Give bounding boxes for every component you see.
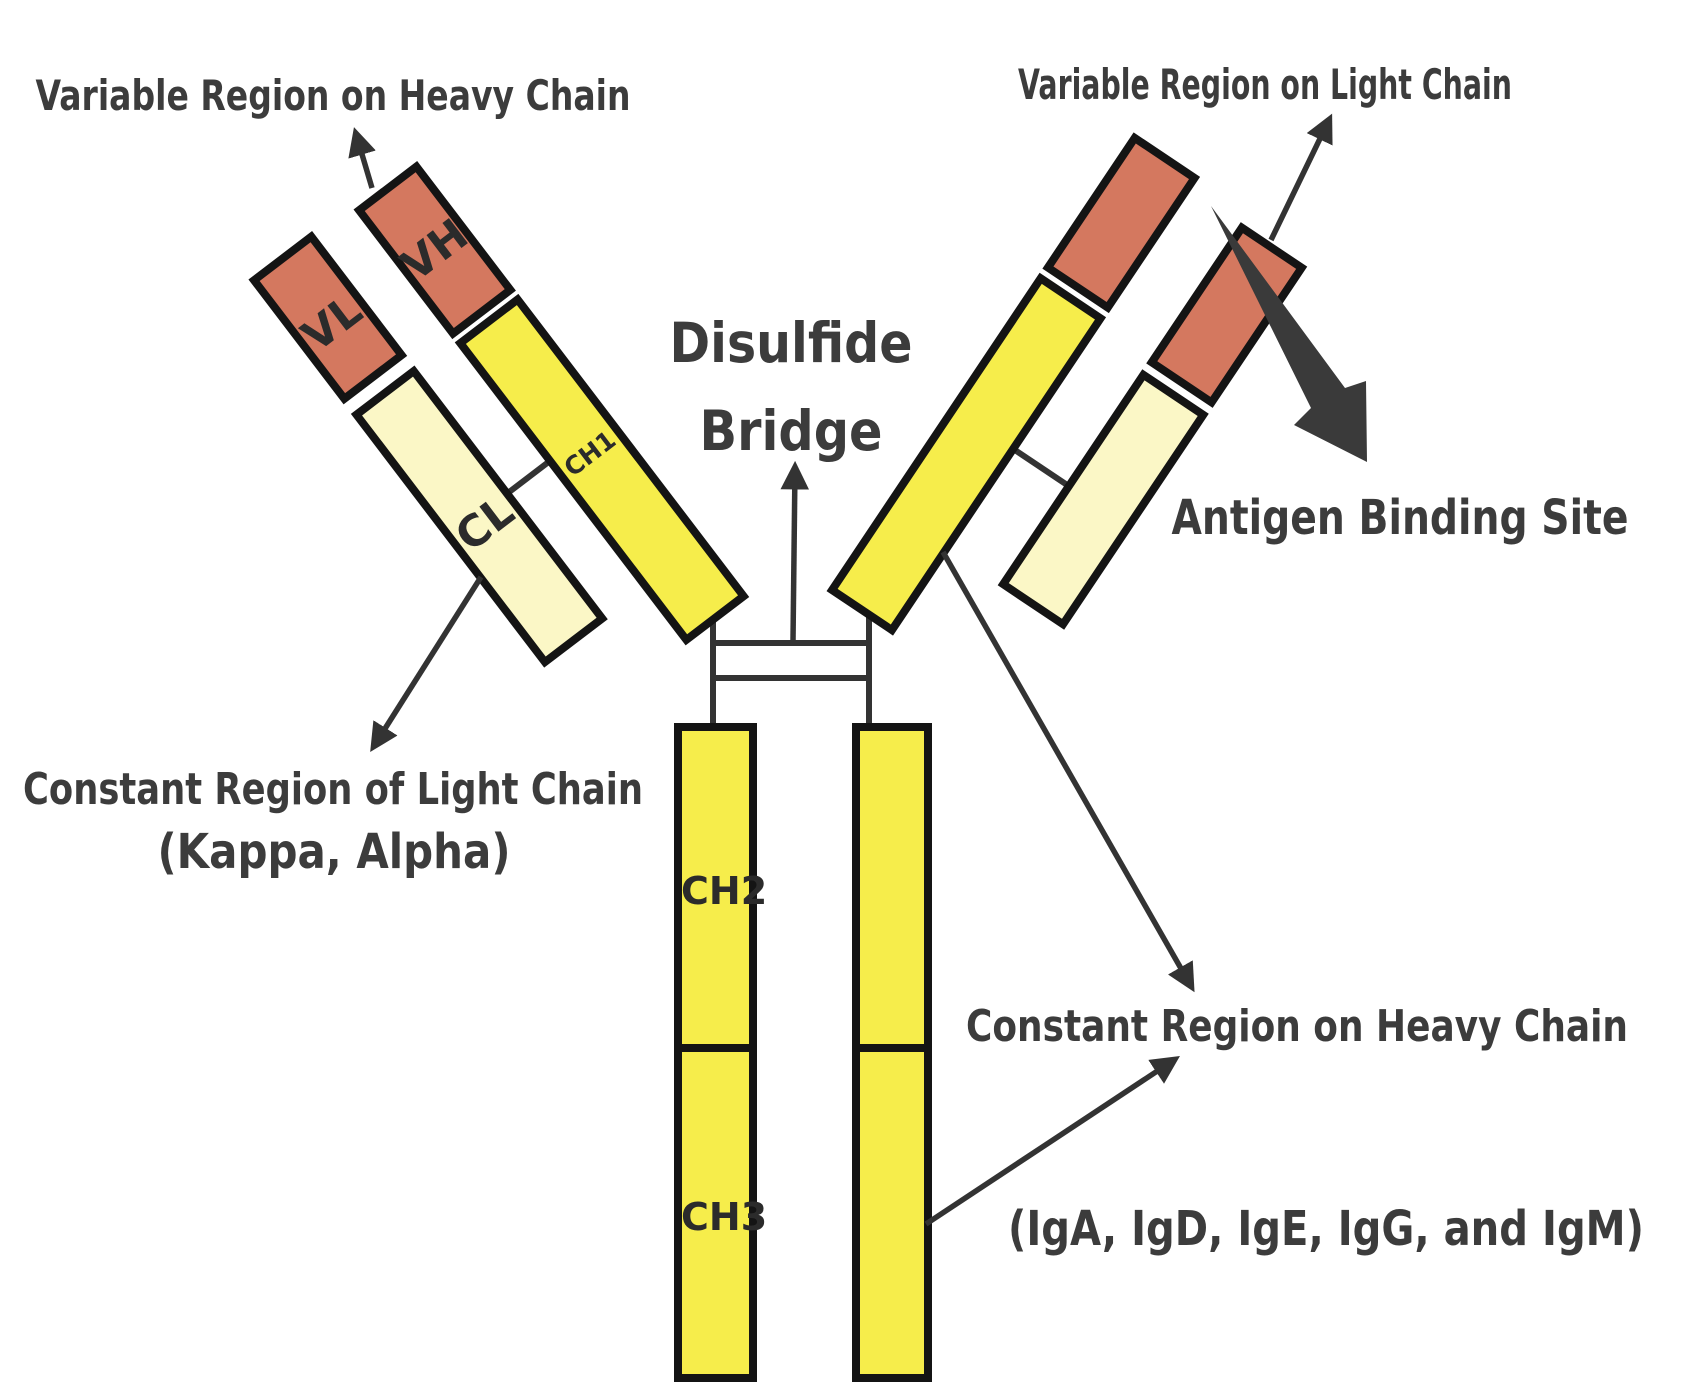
disulfide-bridge-arrow: [780, 460, 810, 642]
left-fab-arm: VH VL CL CH1: [248, 161, 750, 668]
right-fab-arm: [826, 132, 1308, 636]
disulfide-bridge-label-line2: Bridge: [700, 399, 883, 463]
constant-light-arrow: [370, 575, 484, 753]
variable-light-arrow: [1268, 113, 1333, 242]
variable-region-light-label: Variable Region on Light Chain: [1018, 60, 1512, 109]
right-ch3-segment: [852, 1044, 932, 1382]
constant-region-heavy-label: Constant Region on Heavy Chain: [966, 1001, 1628, 1052]
ch3-label: CH3: [681, 1195, 767, 1239]
left-light-heavy-disulfide-link: [505, 458, 552, 496]
constant-heavy-arrow-lower: [924, 1056, 1180, 1227]
constant-region-light-label: Constant Region of Light Chain: [23, 764, 643, 815]
left-ch3-segment: [674, 1044, 757, 1382]
hinge-region: [710, 604, 872, 729]
right-ch1-segment: [826, 272, 1107, 636]
right-light-heavy-disulfide-link: [1011, 446, 1071, 489]
right-vh-segment: [1042, 132, 1201, 314]
antigen-binding-site-thick-arrow: [1211, 206, 1367, 462]
right-vl-segment: [1146, 222, 1308, 408]
cl-segment: [350, 365, 608, 668]
vh-segment: [353, 161, 516, 340]
constant-region-heavy-sublabel: (IgA, IgD, IgE, IgG, and IgM): [1008, 1201, 1644, 1257]
disulfide-bridge-label-line1: Disulfide: [670, 311, 913, 375]
ch2-label: CH2: [681, 869, 767, 913]
constant-heavy-arrow-upper: [940, 550, 1195, 993]
right-ch2-segment: [852, 723, 932, 1052]
fc-stem: CH2 CH3: [674, 723, 932, 1382]
constant-region-light-sublabel: (Kappa, Alpha): [158, 824, 511, 880]
variable-heavy-arrow: [348, 127, 376, 189]
variable-region-heavy-label: Variable Region on Heavy Chain: [36, 71, 631, 120]
right-cl-segment: [997, 369, 1209, 630]
antigen-binding-site-label: Antigen Binding Site: [1172, 490, 1629, 546]
ch1-segment: [454, 293, 750, 646]
vl-segment: [248, 231, 408, 405]
